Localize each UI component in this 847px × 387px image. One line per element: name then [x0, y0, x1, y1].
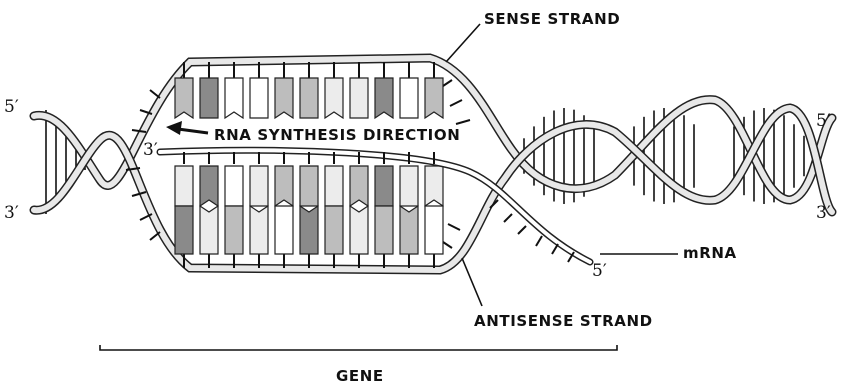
mrna-tick	[504, 214, 512, 222]
strand-tick	[456, 120, 470, 124]
rna-base	[400, 166, 418, 206]
mrna-tick	[518, 226, 526, 234]
sense-base	[300, 78, 318, 118]
rna-base	[350, 166, 368, 206]
template-base	[250, 206, 268, 254]
template-base	[425, 206, 443, 254]
mrna-bases	[175, 166, 443, 206]
sense-base	[400, 78, 418, 118]
left-5-prime-label: 5′	[4, 97, 19, 117]
rna-base	[425, 166, 443, 206]
template-base	[350, 206, 368, 254]
sense-base	[375, 78, 393, 118]
antisense-strand-leader	[462, 258, 482, 306]
sense-base	[250, 78, 268, 118]
gene-bracket	[100, 345, 617, 350]
sense-base	[225, 78, 243, 118]
sense-base	[175, 78, 193, 118]
template-base	[275, 206, 293, 254]
template-base	[225, 206, 243, 254]
sense-base	[425, 78, 443, 118]
gene-label: GENE	[336, 367, 384, 385]
mrna-5-prime-label: 5′	[592, 261, 607, 281]
mrna-tick	[536, 236, 542, 246]
mrna-label: mRNA	[683, 244, 737, 262]
sense-base	[325, 78, 343, 118]
rna-direction-label: RNA SYNTHESIS DIRECTION	[214, 126, 460, 144]
mrna-tick	[552, 244, 558, 254]
sense-base	[350, 78, 368, 118]
sense-base	[275, 78, 293, 118]
template-base	[200, 206, 218, 254]
rna-base	[325, 166, 343, 206]
strand-tick	[448, 224, 460, 230]
sense-strand-leader	[446, 24, 480, 62]
sense-base	[200, 78, 218, 118]
template-base	[300, 206, 318, 254]
mrna-3-prime-label: 3′	[143, 140, 158, 160]
rna-base	[200, 166, 218, 206]
template-base	[375, 206, 393, 254]
strand-tick	[450, 100, 462, 106]
strand-tick	[150, 90, 160, 98]
template-base	[325, 206, 343, 254]
template-strand-bases	[175, 206, 443, 254]
rna-base	[225, 166, 243, 206]
right-3-prime-label: 3′	[816, 203, 831, 223]
antisense-strand-label: ANTISENSE STRAND	[474, 312, 653, 330]
rna-direction-arrow	[166, 121, 208, 135]
sense-strand-bases	[175, 78, 443, 118]
template-base	[175, 206, 193, 254]
right-5-prime-label: 5′	[816, 111, 831, 131]
rna-base	[300, 166, 318, 206]
template-base	[400, 206, 418, 254]
sense-strand-label: SENSE STRAND	[484, 10, 620, 28]
left-3-prime-label: 3′	[4, 203, 19, 223]
rna-base	[375, 166, 393, 206]
rna-base	[175, 166, 193, 206]
rna-base	[250, 166, 268, 206]
rna-base	[275, 166, 293, 206]
